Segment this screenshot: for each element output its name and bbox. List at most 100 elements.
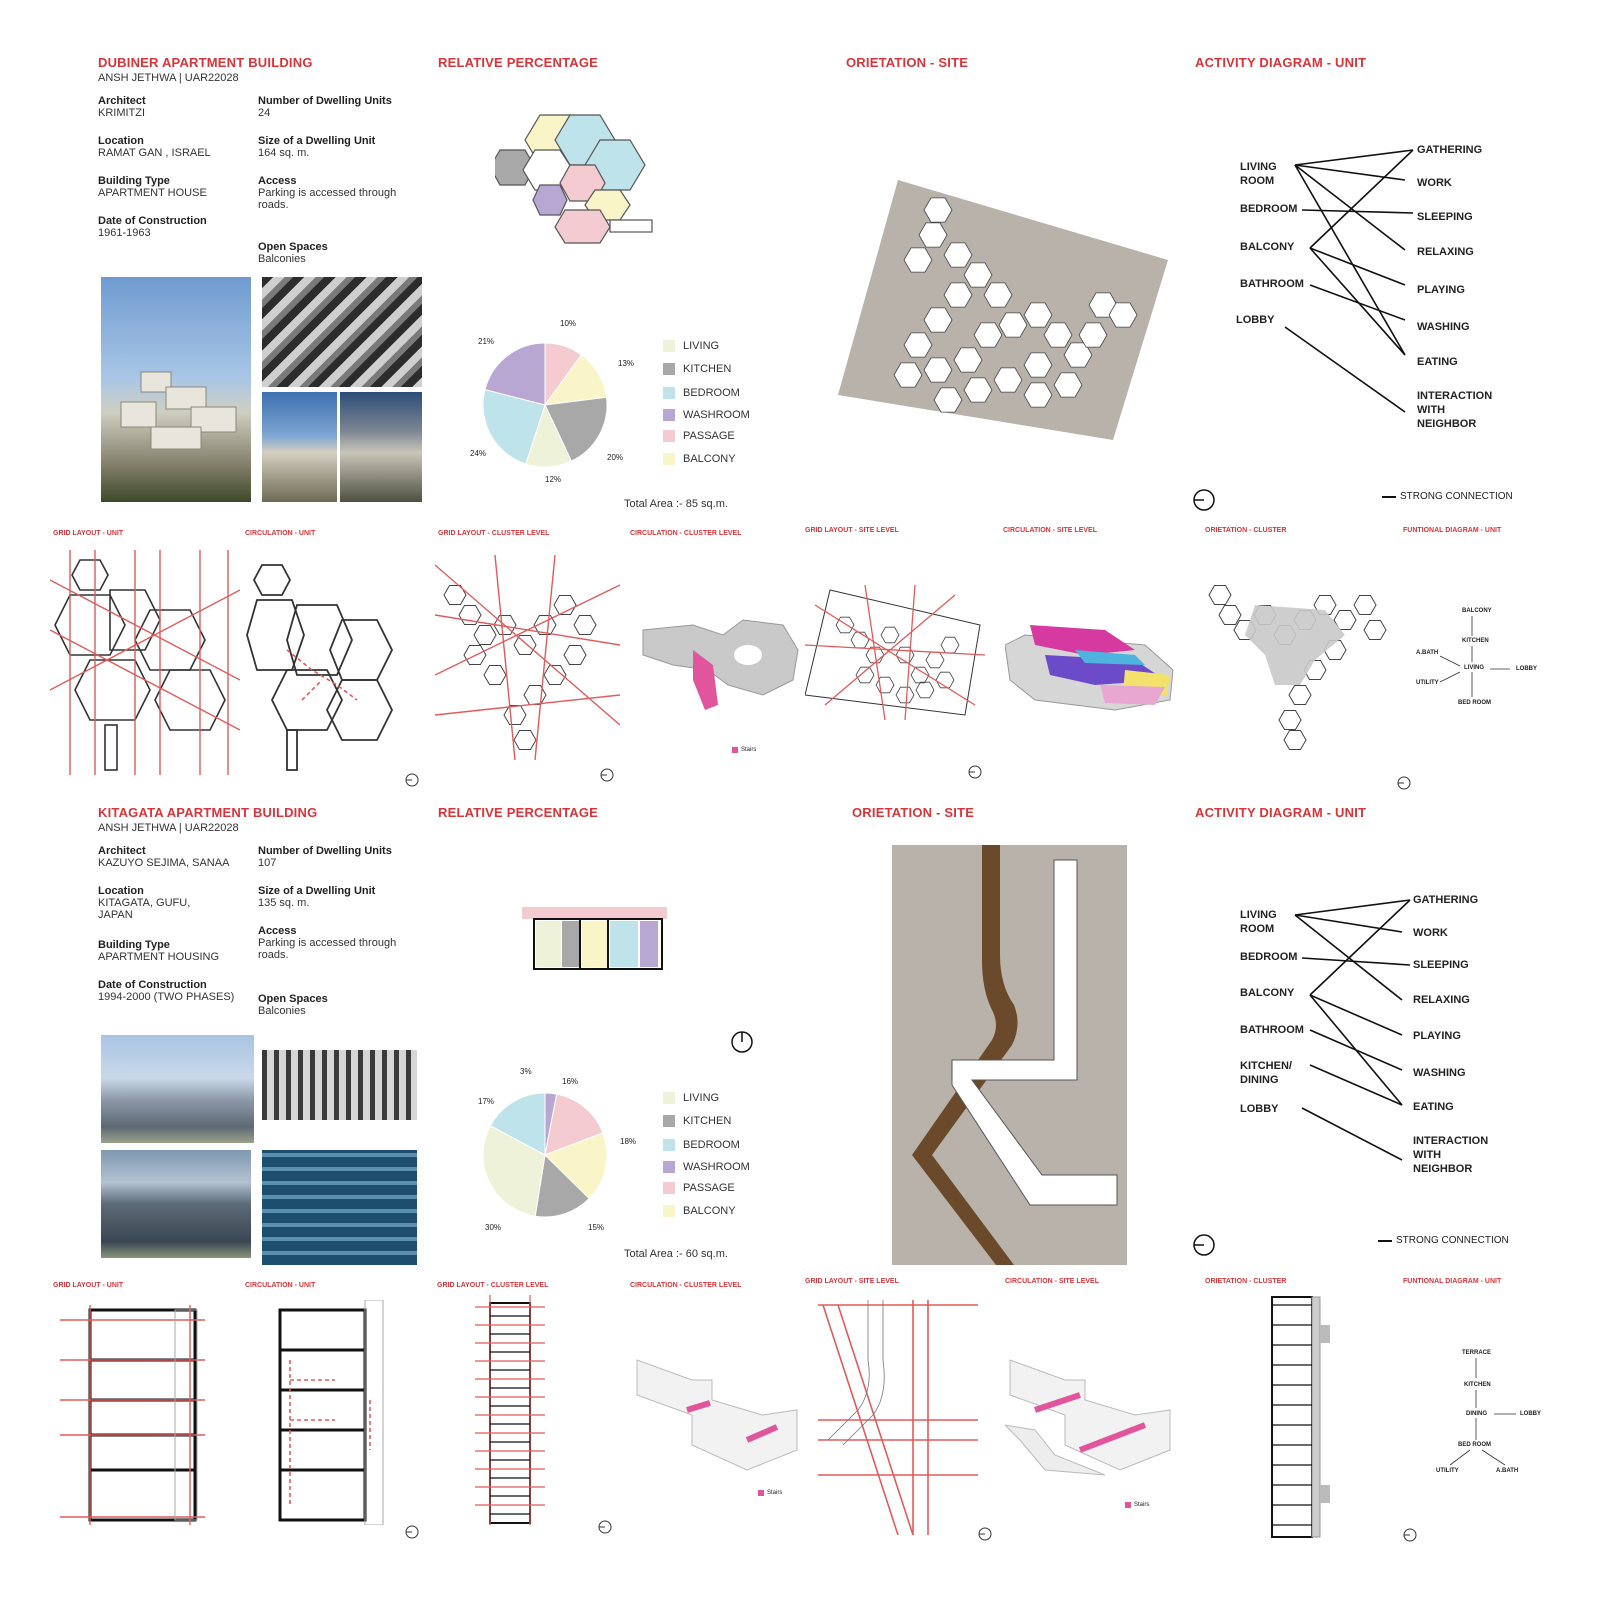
activity-right: PLAYING <box>1413 1030 1461 1042</box>
activity-left: BATHROOM <box>1240 278 1304 290</box>
small-title: CIRCULATION - SITE LEVEL <box>1003 527 1097 534</box>
info-value: KAZUYO SEJIMA, SANAA <box>98 857 230 869</box>
activity-connections <box>1284 149 1414 413</box>
legend-label: LIVING <box>683 340 720 352</box>
north-arrow-icon <box>405 1525 419 1539</box>
legend-item: WASHROOM <box>663 409 750 421</box>
pie-slice-kitchen <box>534 1153 590 1218</box>
building-photo <box>262 1050 417 1120</box>
hex-cell <box>923 357 953 383</box>
small-title: CIRCULATION - UNIT <box>245 1282 316 1289</box>
stairs-swatch <box>758 1490 764 1496</box>
activity-left: KITCHEN/ DINING <box>1240 1060 1292 1086</box>
circulation-unit-diagram <box>246 564 394 771</box>
hex-cell <box>1023 352 1053 378</box>
legend-item: PASSAGE <box>663 430 735 442</box>
stairs-legend: Stairs <box>1125 1502 1149 1508</box>
hex-cell <box>943 282 973 308</box>
site-plan-2 <box>892 845 1127 1265</box>
north-arrow-icon <box>1193 489 1215 511</box>
activity-left: BATHROOM <box>1240 1024 1304 1036</box>
hex-cell <box>573 615 597 635</box>
hex-cell <box>875 676 895 694</box>
activity-right: WASHING <box>1417 321 1470 333</box>
hex-cell <box>918 222 948 248</box>
info-label: Number of Dwelling Units <box>258 95 392 107</box>
info-value: APARTMENT HOUSING <box>98 951 220 963</box>
swatch <box>663 409 675 421</box>
swatch <box>663 430 675 442</box>
orientation-cluster-diagram <box>1208 585 1387 750</box>
pie-slice-balcony <box>544 1132 608 1200</box>
small-title: FUNTIONAL DIAGRAM - UNIT <box>1403 1278 1502 1285</box>
small-title: GRID LAYOUT - CLUSTER LEVEL <box>438 530 550 537</box>
info-label: Location <box>98 885 144 897</box>
swatch <box>663 1139 675 1151</box>
func-node: DINING <box>1466 1411 1487 1417</box>
hex-cell <box>503 705 527 725</box>
hex-cell <box>1278 710 1302 730</box>
building-title: KITAGATA APARTMENT BUILDING <box>98 805 318 820</box>
stairs-swatch <box>1125 1502 1131 1508</box>
info-value: 1994-2000 (TWO PHASES) <box>98 991 235 1003</box>
activity-left: BEDROOM <box>1240 203 1298 215</box>
info-value: Parking is accessed through roads. <box>258 187 397 211</box>
hex-cell <box>953 347 983 373</box>
circulation-site-3d <box>1005 1359 1171 1476</box>
legend-strong-label: STRONG CONNECTION <box>1400 491 1513 502</box>
func-node: LIVING <box>1464 665 1485 671</box>
total-area: Total Area :- 85 sq.m. <box>624 498 728 510</box>
hex-cell <box>513 730 537 750</box>
activity-right: EATING <box>1413 1101 1454 1113</box>
hex-cell <box>910 666 930 684</box>
hex-cell <box>1363 620 1387 640</box>
hex-cell <box>563 645 587 665</box>
pie-slice-kitchen <box>544 396 608 462</box>
activity-right: RELAXING <box>1417 246 1474 258</box>
hex-cell <box>998 312 1028 338</box>
hex-cell <box>895 686 915 704</box>
legend-strong: STRONG CONNECTION <box>1382 491 1513 502</box>
pie-slice-washroom <box>484 342 546 406</box>
activity-right: WORK <box>1417 177 1452 189</box>
legend-item: LIVING <box>663 1092 719 1104</box>
small-title: GRID LAYOUT - SITE LEVEL <box>805 1278 899 1285</box>
legend-item: LIVING <box>663 340 719 352</box>
hex-cell <box>923 307 953 333</box>
north-arrow-icon <box>600 768 614 782</box>
legend-item: BEDROOM <box>663 387 740 399</box>
legend-label: BEDROOM <box>683 387 740 399</box>
circulation-unit-diagram <box>278 1300 384 1525</box>
func-node: UTILITY <box>1416 680 1439 686</box>
hex-cell <box>1043 322 1073 348</box>
circulation-site-3d <box>1005 625 1174 711</box>
legend-label: BEDROOM <box>683 1139 740 1151</box>
building-photo <box>262 392 337 502</box>
functional-diagram-2: TERRACE KITCHEN DINING LOBBY BED ROOM UT… <box>1410 1350 1541 1480</box>
legend-label: WASHROOM <box>683 1161 750 1173</box>
north-arrow-icon <box>978 1527 992 1541</box>
small-title: GRID LAYOUT - UNIT <box>53 1282 124 1289</box>
grid-layout-unit-diagram <box>60 1305 205 1525</box>
north-arrow-icon <box>598 1520 612 1534</box>
orientation-site-title: ORIETATION - SITE <box>846 55 969 70</box>
info-value: 1961-1963 <box>98 227 151 239</box>
info-value: 135 sq. m. <box>258 897 310 909</box>
info-value: KRIMITZI <box>98 107 146 119</box>
legend-item: KITCHEN <box>663 1115 731 1127</box>
building-title: DUBINER APARTMENT BUILDING <box>98 55 313 70</box>
legend-label: WASHROOM <box>683 409 750 421</box>
small-title: GRID LAYOUT - CLUSTER LEVEL <box>437 1282 549 1289</box>
legend-label: BALCONY <box>683 453 736 465</box>
legend-strong-label: STRONG CONNECTION <box>1396 1235 1509 1246</box>
grid-layout-cluster-diagram <box>435 555 620 760</box>
hex-cell <box>1353 595 1377 615</box>
activity-right: WASHING <box>1413 1067 1466 1079</box>
small-title: CIRCULATION - CLUSTER LEVEL <box>630 530 742 537</box>
hex-cell <box>533 615 557 635</box>
small-title: CIRCULATION - CLUSTER LEVEL <box>630 1282 742 1289</box>
hex-cell <box>1288 685 1312 705</box>
legend-strong: STRONG CONNECTION <box>1378 1235 1509 1246</box>
func-node: BED ROOM <box>1458 1442 1491 1448</box>
info-label: Location <box>98 135 144 147</box>
